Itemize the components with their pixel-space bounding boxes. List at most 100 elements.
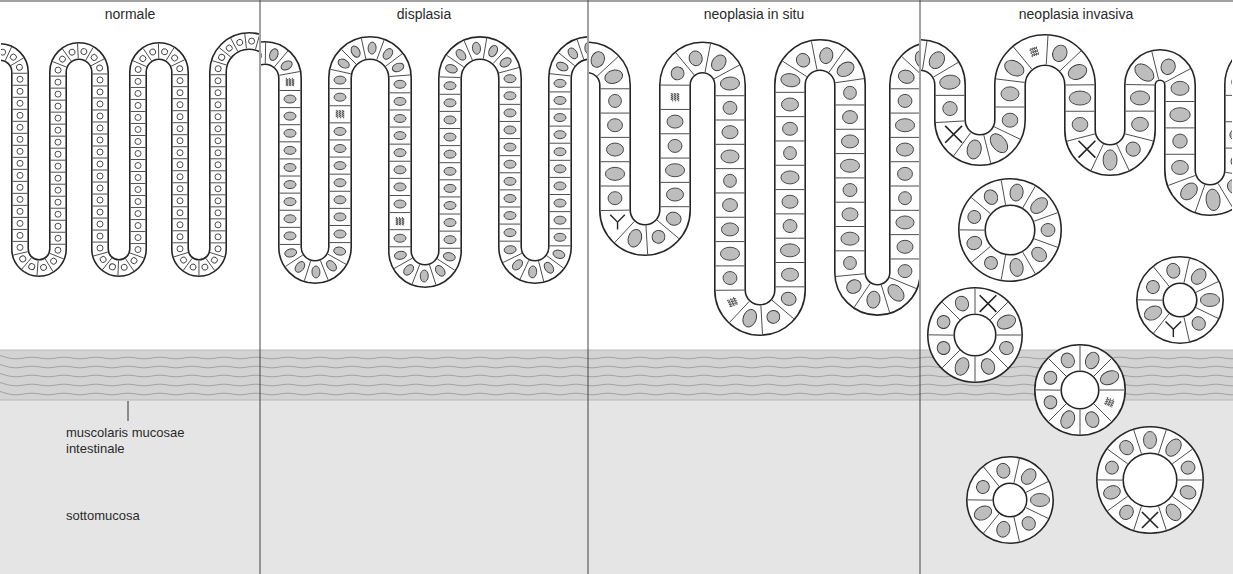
cell-nucleus (17, 160, 23, 166)
cell-nucleus (1172, 160, 1189, 174)
cell-nucleus (334, 196, 346, 204)
epithelium-outline (921, 50, 1232, 200)
cell-border (173, 110, 188, 111)
cell-nucleus (1002, 113, 1018, 127)
cell-nucleus (284, 95, 296, 103)
cell-nucleus (97, 77, 103, 83)
cell-nucleus (215, 114, 221, 120)
cell-nucleus (783, 122, 798, 135)
cell-nucleus (843, 184, 857, 197)
cell-nucleus (135, 187, 141, 193)
cell-border (280, 244, 301, 245)
cell-nucleus (1163, 436, 1185, 459)
cell-nucleus (394, 250, 407, 260)
cell-border (994, 127, 1020, 139)
cell-border (51, 76, 66, 77)
cell-border (13, 181, 28, 182)
cell-nucleus (1159, 57, 1178, 77)
cell-nucleus (1225, 177, 1232, 197)
cell-nucleus (1103, 150, 1117, 170)
dead-cell-mark (945, 126, 962, 143)
cell-nucleus (943, 102, 957, 116)
cell-nucleus (665, 210, 683, 227)
cell-nucleus (225, 44, 233, 52)
dead-cell-mark (1078, 141, 1095, 158)
cell-nucleus (17, 208, 23, 214)
cell-nucleus (1144, 278, 1161, 295)
cell-nucleus (897, 240, 913, 253)
cell-nucleus (1102, 484, 1122, 502)
cell-border (53, 62, 67, 67)
cell-nucleus (55, 103, 61, 109)
cell-border (1159, 430, 1167, 454)
cell-border (891, 234, 919, 235)
cell-nucleus (504, 160, 516, 168)
cell-nucleus (982, 254, 1000, 272)
cell-border (131, 135, 146, 136)
cell-nucleus (120, 264, 127, 271)
cell-border (13, 157, 28, 158)
cell-nucleus (17, 88, 23, 94)
cell-nucleus (55, 247, 61, 253)
cell-border (500, 87, 521, 88)
cell-border (131, 207, 146, 208)
cell-nucleus (1069, 91, 1091, 105)
cell-border (51, 136, 66, 137)
cell-nucleus (109, 263, 117, 271)
cell-border (13, 121, 28, 122)
cell-border (1184, 259, 1189, 283)
cell-border (93, 133, 108, 134)
cell-nucleus (284, 198, 296, 206)
cell-border (984, 135, 991, 163)
cell-nucleus (1083, 410, 1101, 430)
cell-nucleus (444, 133, 456, 141)
cell-nucleus (215, 78, 221, 84)
cell-nucleus (97, 161, 103, 167)
cell-border (716, 192, 745, 193)
cell-border (1080, 410, 1081, 435)
cell-border (211, 218, 226, 219)
cell-border (131, 219, 146, 220)
cell-nucleus (55, 79, 61, 85)
cell-nucleus (1163, 501, 1184, 523)
cell-nucleus (1130, 91, 1149, 105)
cell-border (500, 224, 521, 225)
cell-border (265, 43, 266, 64)
cell-border (173, 86, 188, 87)
cell-nucleus (333, 246, 346, 256)
cell-nucleus (554, 114, 566, 122)
cell-nucleus (189, 263, 197, 271)
cell-nucleus (723, 272, 737, 285)
cell-nucleus (1030, 494, 1049, 507)
cell-border (936, 121, 965, 123)
cell-border (1066, 84, 1095, 85)
cell-nucleus (844, 256, 857, 269)
cell-nucleus (368, 42, 377, 55)
cell-nucleus (394, 80, 406, 88)
cell-nucleus (589, 50, 607, 70)
cell-border (93, 218, 108, 219)
cell-border (1226, 95, 1232, 96)
cell-border (440, 248, 461, 249)
epithelium-cells (921, 50, 1232, 200)
cell-border (1226, 148, 1232, 149)
cell-nucleus (161, 48, 168, 55)
cell-nucleus (504, 194, 516, 202)
cell-nucleus (177, 138, 183, 144)
cell-nucleus (139, 54, 147, 62)
cell-nucleus (17, 136, 23, 142)
cell-nucleus (965, 234, 983, 251)
cell-border (13, 145, 28, 146)
cell-border (93, 182, 108, 183)
cell-nucleus (336, 57, 350, 70)
cell-nucleus (781, 98, 798, 111)
cell-border (198, 261, 199, 276)
cell-border (130, 253, 144, 258)
cell-nucleus (444, 82, 456, 90)
cell-border (891, 186, 919, 187)
cell-border (968, 499, 993, 500)
cell-nucleus (554, 182, 566, 190)
cell-nucleus (552, 249, 566, 260)
cell-nucleus (504, 245, 517, 254)
cell-nucleus (1132, 60, 1158, 84)
